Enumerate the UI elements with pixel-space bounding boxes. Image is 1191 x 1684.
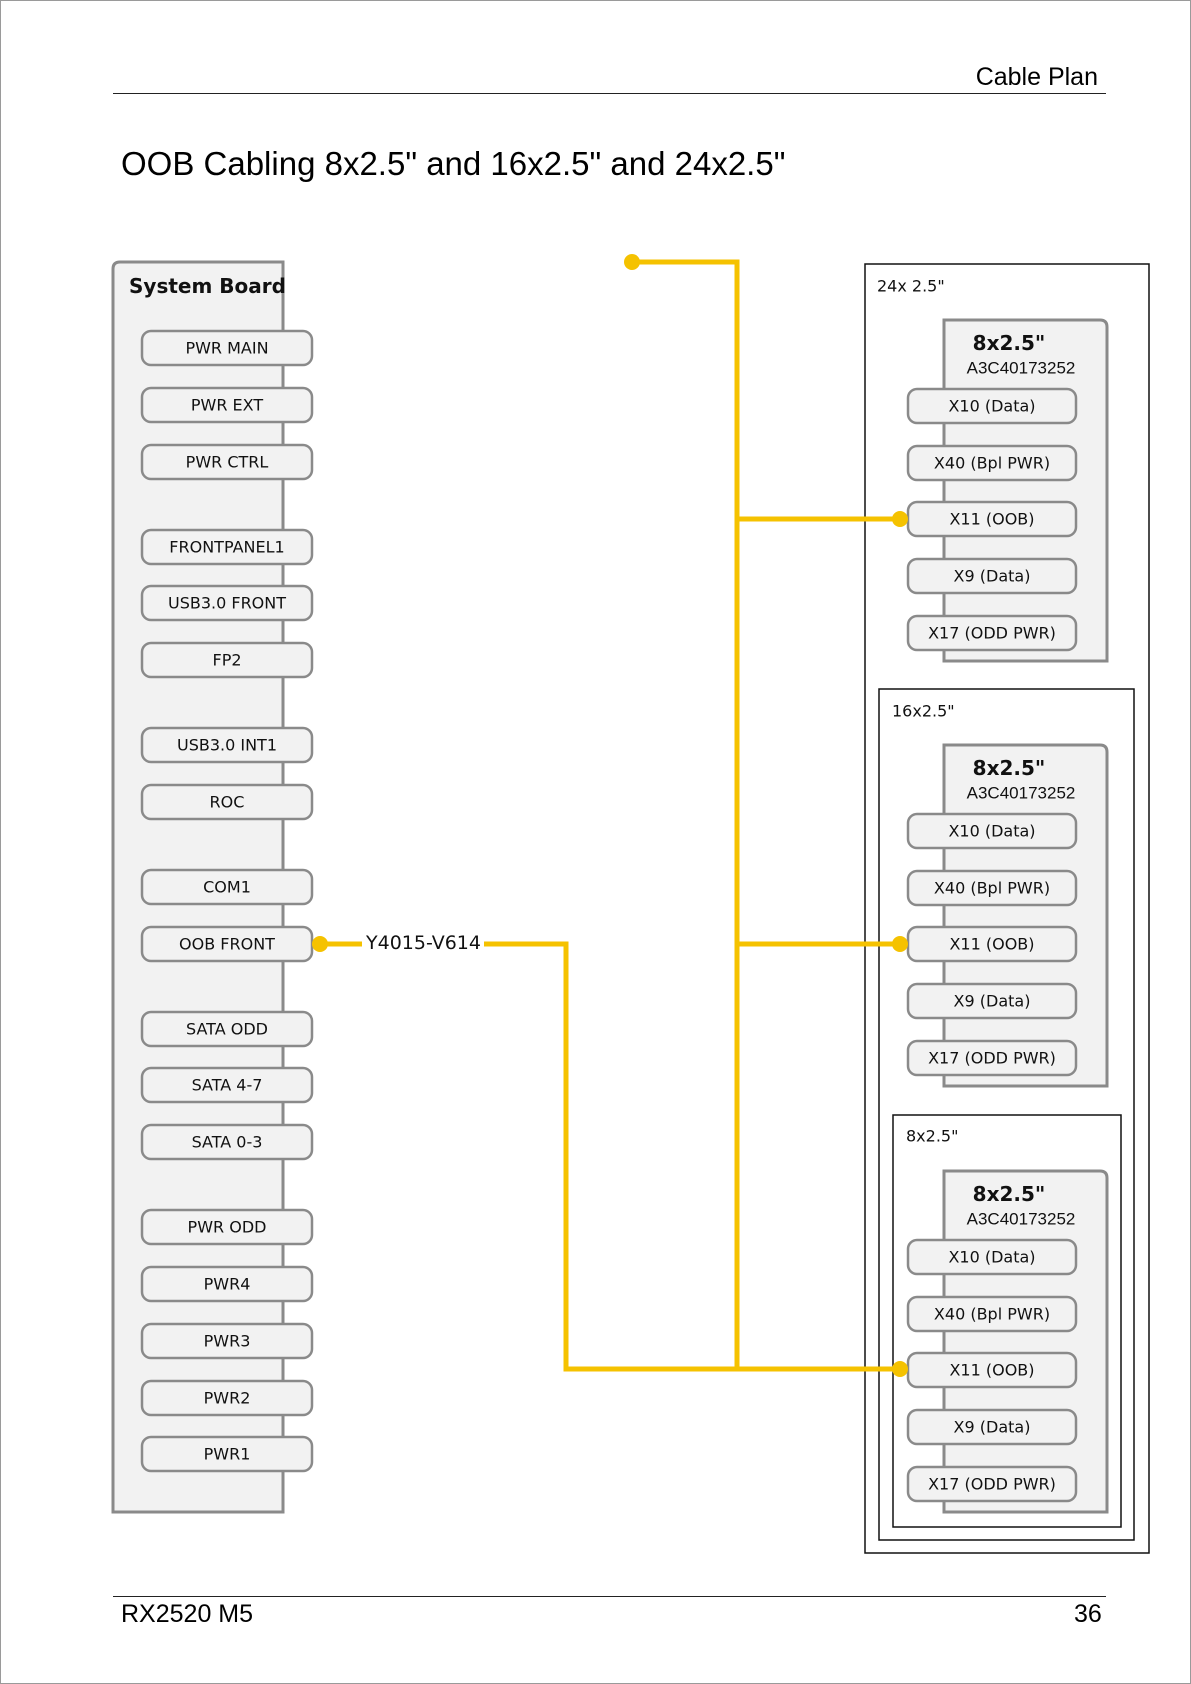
bp3-connector-x10-data [906,1238,1078,1276]
header-rule [113,93,1106,94]
bp3-connector-label-x17-odd-pwr: X17 (ODD PWR) [928,1475,1056,1494]
sb-connector-sata-odd [140,1010,314,1048]
backplane-part-number-3: A3C40173252 [967,1210,1076,1229]
bp3-connector-label-x11-oob: X11 (OOB) [949,1361,1034,1380]
bp1-connector-label-x10-data: X10 (Data) [948,397,1035,416]
cable-endpoint-oob-front [312,936,328,952]
boxes-layer [111,260,1150,1554]
bp2-connector-x10-data [906,812,1078,850]
sb-connector-label-pwr2: PWR2 [204,1389,251,1408]
cable-trunk [632,259,740,1369]
sb-connector-sata-0-3 [140,1123,314,1161]
bp2-connector-x9-data [906,982,1078,1020]
cable-endpoint-24x-x11 [892,511,908,527]
cable-endpoint-8x-x11 [892,1361,908,1377]
backplane-part-number-1: A3C40173252 [967,359,1076,378]
sb-connector-sata-4-7 [140,1066,314,1104]
bp3-connector-x40-bpl-pwr [906,1295,1078,1333]
footer-page-number: 36 [1074,1600,1102,1628]
system-board-title: System Board [129,274,286,298]
sb-connector-label-usb3-0-front: USB3.0 FRONT [168,594,286,613]
sb-connector-label-pwr-odd: PWR ODD [188,1218,267,1237]
sb-connector-label-sata-0-3: SATA 0-3 [192,1133,263,1152]
bp3-connector-label-x10-data: X10 (Data) [948,1248,1035,1267]
sb-connector-label-frontpanel1: FRONTPANEL1 [169,538,284,557]
sb-connector-label-sata-4-7: SATA 4-7 [192,1076,263,1095]
sb-connector-label-sata-odd: SATA ODD [186,1020,268,1039]
sb-connector-label-roc: ROC [210,793,245,812]
enclosure-label-3: 8x2.5" [906,1127,958,1146]
cable-endpoint-16x-x11 [892,936,908,952]
sb-connector-label-usb3-0-int1: USB3.0 INT1 [177,736,277,755]
bp3-connector-label-x9-data: X9 (Data) [954,1418,1031,1437]
enclosure-frame-2 [878,688,1135,1541]
enclosure-label-2: 16x2.5" [892,702,955,721]
backplane-title-1: 8x2.5" [973,331,1046,355]
sb-connector-usb3-0-int1 [140,726,314,764]
sb-connector-label-pwr-main: PWR MAIN [185,339,268,358]
footer-rule [113,1596,1106,1597]
sb-connector-label-pwr-ctrl: PWR CTRL [186,453,269,472]
sb-connector-label-oob-front: OOB FRONT [179,935,275,954]
bp2-connector-label-x40-bpl-pwr: X40 (Bpl PWR) [934,879,1050,898]
bp2-connector-x17-odd-pwr [906,1039,1078,1077]
bp2-connector-label-x9-data: X9 (Data) [954,992,1031,1011]
sb-connector-label-fp2: FP2 [212,651,241,670]
sb-connector-pwr1 [140,1435,314,1473]
bp3-connector-x11-oob [906,1351,1078,1389]
backplane-part-number-2: A3C40173252 [967,784,1076,803]
sb-connector-usb3-0-front [140,584,314,622]
bp2-connector-label-x17-odd-pwr: X17 (ODD PWR) [928,1049,1056,1068]
sb-connector-label-pwr1: PWR1 [204,1445,251,1464]
enclosure-frame-1 [864,263,1150,1554]
bp1-connector-label-x11-oob: X11 (OOB) [949,510,1034,529]
sb-connector-pwr2 [140,1379,314,1417]
sb-connector-label-pwr-ext: PWR EXT [191,396,263,415]
sb-connector-pwr-ext [140,386,314,424]
bp3-connector-x17-odd-pwr [906,1465,1078,1503]
footer-model: RX2520 M5 [121,1600,254,1628]
header-section-title: Cable Plan [975,63,1098,91]
bp1-connector-x17-odd-pwr [906,614,1078,652]
bp3-connector-label-x40-bpl-pwr: X40 (Bpl PWR) [934,1305,1050,1324]
sb-connector-pwr3 [140,1322,314,1360]
cable-endpoint-open [624,254,640,270]
enclosure-frame-3 [892,1114,1122,1528]
sb-connector-pwr-main [140,329,314,367]
bp1-connector-label-x17-odd-pwr: X17 (ODD PWR) [928,624,1056,643]
sb-connector-label-com1: COM1 [203,878,251,897]
sb-connector-label-pwr3: PWR3 [204,1332,251,1351]
cable-main-run [484,941,900,1372]
bp2-connector-label-x10-data: X10 (Data) [948,822,1035,841]
page-title: OOB Cabling 8x2.5" and 16x2.5" and 24x2.… [121,145,786,182]
sb-connector-fp2 [140,641,314,679]
bp1-connector-label-x40-bpl-pwr: X40 (Bpl PWR) [934,454,1050,473]
bp3-connector-x9-data [906,1408,1078,1446]
bp1-connector-x9-data [906,557,1078,595]
bp1-connector-x40-bpl-pwr [906,444,1078,482]
sb-connector-pwr-ctrl [140,443,314,481]
cable-layer [312,254,908,1377]
sb-connector-pwr-odd [140,1208,314,1246]
cable-label: Y4015-V614 [365,932,481,954]
bp1-connector-label-x9-data: X9 (Data) [954,567,1031,586]
sb-connector-com1 [140,868,314,906]
sb-connector-label-pwr4: PWR4 [204,1275,251,1294]
backplane-title-2: 8x2.5" [973,756,1046,780]
bp2-connector-label-x11-oob: X11 (OOB) [949,935,1034,954]
bp1-connector-x10-data [906,387,1078,425]
sb-connector-roc [140,783,314,821]
backplane-title-3: 8x2.5" [973,1182,1046,1206]
enclosure-label-1: 24x 2.5" [877,277,945,296]
bp2-connector-x40-bpl-pwr [906,869,1078,907]
sb-connector-frontpanel1 [140,528,314,566]
sb-connector-pwr4 [140,1265,314,1303]
